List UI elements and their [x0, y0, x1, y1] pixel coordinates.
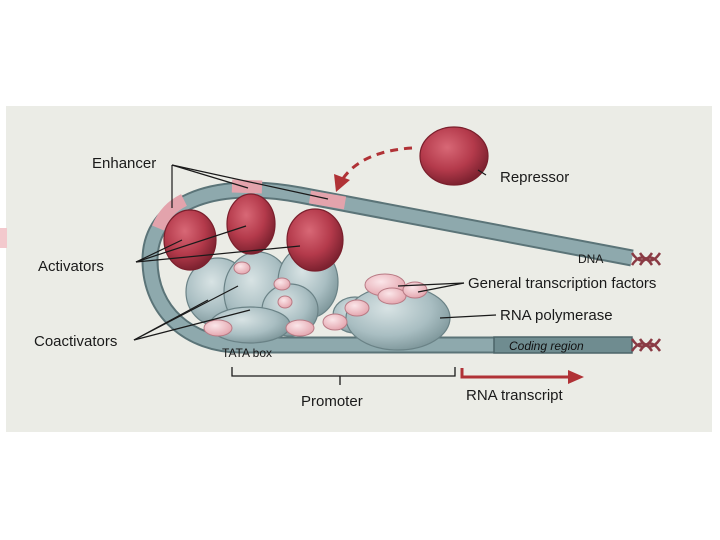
- coding-region-segment: Coding region: [493, 336, 633, 354]
- promoter-label: Promoter: [301, 393, 363, 410]
- rna-transcript-arrow: [460, 368, 584, 384]
- leader-lines: [133, 164, 497, 341]
- enhancer-label: Enhancer: [92, 155, 156, 172]
- dna-helix-end-icon: [630, 338, 662, 352]
- diagram-panel: [6, 106, 712, 432]
- dna-helix-end-icon: [630, 252, 662, 266]
- enhancer-segment: [231, 179, 263, 194]
- coding-region-label: Coding region: [509, 339, 584, 353]
- dna-strand: [141, 179, 634, 354]
- activators-label: Activators: [38, 258, 104, 275]
- activators: [163, 193, 344, 272]
- tata-box-label: TATA box: [222, 346, 272, 360]
- enhancer-segment: [308, 190, 347, 210]
- general-tf-label: General transcription factors: [468, 275, 656, 292]
- rna-transcript-label: RNA transcript: [466, 387, 564, 404]
- edge-mark: [0, 228, 7, 248]
- activator: [163, 209, 217, 271]
- activator: [286, 208, 344, 272]
- activator: [226, 193, 276, 255]
- general-transcription-factors: [203, 261, 428, 337]
- dna-label: DNA: [578, 252, 603, 266]
- repressor-label: Repressor: [500, 169, 569, 186]
- promoter-bracket: [231, 367, 456, 385]
- repressor-binding-arrow: [334, 146, 413, 192]
- coactivators-label: Coactivators: [34, 333, 117, 350]
- enhancer-segment: [152, 194, 188, 231]
- repressor: [419, 126, 489, 186]
- rna-polymerase-label: RNA polymerase: [500, 307, 613, 324]
